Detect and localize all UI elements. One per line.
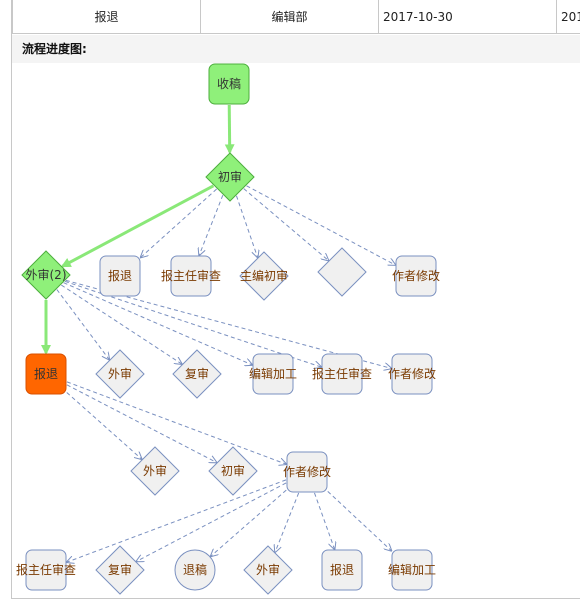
- table-cell-date: 2017-10-30: [378, 0, 557, 34]
- flow-node-label: 报主任审查: [16, 562, 76, 577]
- table-cell-date-truncated: 201: [556, 0, 580, 34]
- flow-node-n7[interactable]: 作者修改: [392, 255, 440, 297]
- pending-edge-n2-n9: [56, 289, 109, 360]
- flow-node-label: 退稿: [183, 562, 207, 577]
- flow-node-n20[interactable]: 外审: [243, 545, 293, 595]
- flow-node-label: 初审: [221, 463, 245, 478]
- pending-edge-n8-n14: [66, 392, 142, 459]
- flow-node-label: 报退: [330, 562, 354, 577]
- table-cell-department: 编辑部: [200, 0, 379, 34]
- pending-edge-n16-n19: [211, 489, 287, 556]
- flow-node-shape-rect: [321, 549, 363, 591]
- flow-node-shape-diamond: [317, 247, 367, 297]
- flow-node-n11[interactable]: 编辑加工: [249, 353, 297, 395]
- flow-node-shape-diamond: [208, 446, 258, 496]
- flow-node-label: 报主任审查: [161, 268, 221, 283]
- flow-node-shape-diamond: [239, 251, 289, 301]
- flow-node-shape-diamond: [21, 250, 71, 300]
- flow-node-n22[interactable]: 编辑加工: [388, 549, 436, 591]
- flow-node-label: 编辑加工: [249, 366, 297, 381]
- flow-node-n17[interactable]: 报主任审查: [16, 549, 76, 591]
- flow-node-shape-rect: [286, 451, 328, 493]
- pending-edge-n16-n21: [314, 492, 334, 549]
- flow-node-n18[interactable]: 复审: [95, 545, 145, 595]
- pending-edge-n8-n16: [66, 381, 286, 464]
- table-row: 报退 编辑部 2017-10-30 201: [12, 0, 580, 34]
- table-cell-action: 报退: [12, 0, 201, 34]
- flow-node-shape-rect: [395, 255, 437, 297]
- flow-node-shape-rect: [99, 255, 141, 297]
- flow-node-label: 报退: [108, 268, 132, 283]
- flow-node-shape-rect: [391, 353, 433, 395]
- flow-node-label: 外审: [256, 562, 280, 577]
- flow-node-label: 作者修改: [392, 268, 440, 283]
- flow-node-shape-diamond: [205, 152, 255, 202]
- taken-edge-n1-n2: [60, 184, 215, 268]
- flow-node-label: 外审: [143, 463, 167, 478]
- flow-node-n12[interactable]: 报主任审查: [312, 353, 372, 395]
- flow-node-n10[interactable]: 复审: [172, 349, 222, 399]
- flow-node-n16[interactable]: 作者修改: [283, 451, 331, 493]
- flow-node-n0[interactable]: 收稿: [208, 63, 250, 105]
- flow-node-label: 作者修改: [283, 464, 331, 479]
- flow-node-label: 初审: [218, 169, 242, 184]
- pending-edge-n16-n18: [137, 482, 287, 561]
- flow-node-label: 外审(2): [26, 267, 67, 282]
- flow-node-shape-rect: [391, 549, 433, 591]
- flow-node-shape-diamond: [243, 545, 293, 595]
- flow-node-n13[interactable]: 作者修改: [388, 353, 436, 395]
- flow-node-shape-diamond: [172, 349, 222, 399]
- flow-node-label: 外审: [108, 366, 132, 381]
- flow-node-shape-diamond: [95, 349, 145, 399]
- flow-node-n1[interactable]: 初审: [205, 152, 255, 202]
- flow-node-n2[interactable]: 外审(2): [21, 250, 71, 300]
- flow-node-label: 报主任审查: [312, 366, 372, 381]
- flow-node-shape-diamond: [130, 446, 180, 496]
- flow-node-n15[interactable]: 初审: [208, 446, 258, 496]
- flow-node-n3[interactable]: 报退: [99, 255, 141, 297]
- flow-node-n8[interactable]: 报退: [25, 353, 67, 395]
- pending-edge-n1-n4: [199, 194, 224, 255]
- record-table: 报退 编辑部 2017-10-30 201: [12, 0, 580, 34]
- flow-node-shape-circle: [174, 549, 216, 591]
- flow-node-label: 复审: [108, 562, 132, 577]
- flow-node-n21[interactable]: 报退: [321, 549, 363, 591]
- flow-node-shape-rect: [208, 63, 250, 105]
- pending-edge-n1-n6: [243, 188, 329, 261]
- flow-node-label: 复审: [185, 366, 209, 381]
- content-frame: [11, 0, 580, 599]
- flow-node-label: 报退: [34, 366, 58, 381]
- flow-node-n9[interactable]: 外审: [95, 349, 145, 399]
- pending-edge-n1-n5: [235, 195, 257, 257]
- flow-section-title: 流程进度图:: [12, 35, 580, 63]
- flow-node-shape-rect: [25, 549, 67, 591]
- pending-edge-n1-n3: [141, 188, 217, 257]
- flow-node-n14[interactable]: 外审: [130, 446, 180, 496]
- pending-edge-n16-n22: [327, 490, 392, 550]
- flow-node-n5[interactable]: 主编初审: [239, 251, 289, 301]
- flow-node-label: 主编初审: [240, 268, 288, 283]
- pending-edge-n16-n20: [275, 492, 300, 552]
- flow-node-n6[interactable]: [317, 247, 367, 297]
- flow-node-label: 作者修改: [388, 366, 436, 381]
- flow-node-shape-rect: [252, 353, 294, 395]
- pending-edge-n16-n17: [67, 479, 287, 562]
- flow-node-label: 收稿: [217, 76, 241, 91]
- flow-node-shape-rect: [321, 353, 363, 395]
- flow-node-n4[interactable]: 报主任审查: [161, 255, 221, 297]
- pending-edge-n1-n7: [246, 185, 396, 265]
- pending-edge-n8-n15: [66, 384, 216, 463]
- flow-node-shape-rect: [170, 255, 212, 297]
- flow-node-n19[interactable]: 退稿: [174, 549, 216, 591]
- pending-edge-n2-n10: [61, 284, 181, 364]
- flow-node-label: 编辑加工: [388, 562, 436, 577]
- flow-node-shape-diamond: [95, 545, 145, 595]
- flow-node-shape-rect: [25, 353, 67, 395]
- pending-edge-n2-n11: [63, 282, 252, 365]
- taken-edge-n0-n1: [224, 104, 235, 155]
